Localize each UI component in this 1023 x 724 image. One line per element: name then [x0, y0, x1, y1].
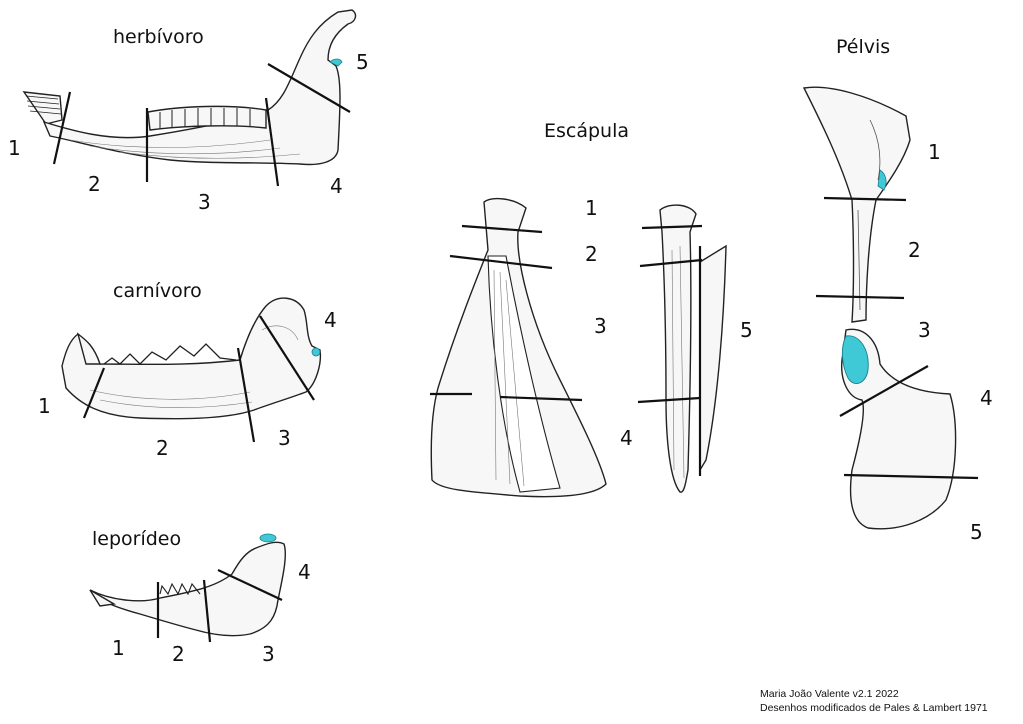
scapula-lateral	[431, 199, 606, 497]
herbivore-zone-2: 2	[88, 172, 101, 196]
carnivore-zone-4: 4	[324, 308, 337, 332]
scapula-zone-3: 3	[594, 314, 607, 338]
carnivore-mandible	[62, 298, 320, 419]
leporid-zone-4: 4	[298, 560, 311, 584]
carnivore-zone-2: 2	[156, 436, 169, 460]
herbivore-incisors	[24, 92, 62, 124]
pelvis-zone-2: 2	[908, 238, 921, 262]
scapula-zone-2: 2	[585, 242, 598, 266]
scapula-zone-4: 4	[620, 426, 633, 450]
pelvis-zone-4: 4	[980, 386, 993, 410]
leporid-zone-1: 1	[112, 636, 125, 660]
credits: Maria João Valente v2.1 2022 Desenhos mo…	[760, 687, 988, 715]
carnivore-teeth	[104, 344, 236, 364]
carnivore-condyle-highlight	[312, 348, 320, 356]
herbivore-zone-4: 4	[330, 174, 343, 198]
herbivore-zone-1: 1	[8, 136, 21, 160]
scapula-side	[660, 205, 726, 492]
pelvis-zone-5: 5	[970, 520, 983, 544]
credit-author: Maria João Valente v2.1 2022	[760, 687, 988, 701]
leporid-zone-2: 2	[172, 642, 185, 666]
pelvis-title: Pélvis	[836, 36, 890, 58]
carnivore-mandible-bone	[62, 298, 320, 419]
herbivore-zone-5: 5	[356, 50, 369, 74]
scapula-side-spine	[700, 246, 726, 470]
carnivore-zone-1: 1	[38, 394, 51, 418]
carnivore-zone-3: 3	[278, 426, 291, 450]
pelvis-zone-1: 1	[928, 140, 941, 164]
scapula-title: Escápula	[544, 120, 629, 142]
pelvis-ilium	[804, 87, 910, 322]
credit-source: Desenhos modificados de Pales & Lambert …	[760, 701, 988, 715]
pelvis-zone-3: 3	[918, 318, 931, 342]
scapula-side-bone	[660, 205, 696, 492]
leporid-condyle-highlight	[260, 534, 276, 542]
leporid-zone-3: 3	[262, 642, 275, 666]
herbivore-title: herbívoro	[113, 26, 204, 48]
scapula-zone-1: 1	[585, 196, 598, 220]
leporid-title: leporídeo	[92, 528, 181, 550]
herbivore-zone-3: 3	[198, 190, 211, 214]
carnivore-title: carnívoro	[113, 280, 202, 302]
herbivore-teeth	[148, 106, 266, 130]
scapula-zone-5: 5	[740, 318, 753, 342]
